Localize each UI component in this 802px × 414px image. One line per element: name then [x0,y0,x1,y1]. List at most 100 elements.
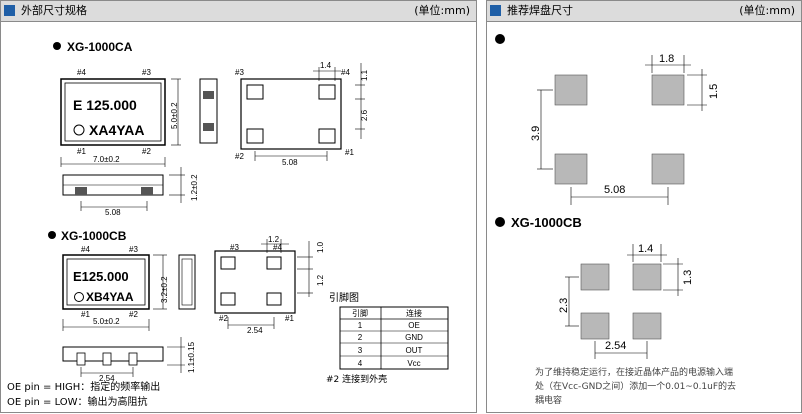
decoupling-note-line3: 耦电容 [535,394,562,406]
ca-top-pin3-label: #3 [142,68,151,77]
pin-table-cell: OE [408,321,420,330]
cb-bottom-pin4-label: #4 [273,243,282,252]
left-panel-title: 外部尺寸规格 [21,4,87,17]
cb-top-pin2-label: #2 [129,310,138,319]
cb-land-pad-height-dim: 1.3 [682,270,694,285]
ca-bullet-icon [53,42,61,50]
land-pad [651,74,685,106]
cb-marking-line2: XB4YAA [86,290,134,304]
left-panel-unit: (单位:mm) [414,4,470,17]
ca-bottom-pin3-label: #3 [235,68,244,77]
pin-table-cell: GND [405,333,423,342]
pin-table-cell: 1 [358,321,363,330]
pin-table-cell: OUT [406,346,423,355]
ca-top-pin4-label: #4 [77,68,86,77]
pin-table-cell: 4 [358,359,363,368]
land-pad [554,153,588,185]
cb-land-model-title: XG-1000CB [511,215,582,230]
pin-table-cell: Vcc [407,359,420,368]
cb-pad-gap-dim: 1.2 [316,274,325,286]
ca-marking-line1: E 125.000 [73,97,137,113]
right-diagram: 1.8 1.5 3.9 5.08 XG-1000CB 1.4 [495,34,736,406]
land-pad [580,263,610,291]
right-panel-unit: (单位:mm) [739,4,795,17]
cb-bottom-pin3-label: #3 [230,243,239,252]
cb-top-pin3-label: #3 [129,245,138,254]
pin-table-note: #2 连接到外壳 [326,373,387,385]
cb-model-title: XG-1000CB [61,229,127,243]
decoupling-note-line2: 处（在Vcc-GND之间）添加一个0.01~0.1uF的去 [535,380,736,392]
cb-side-view: 2.54 1.1±0.15 [62,337,196,383]
ca-land-pattern: 1.8 1.5 3.9 5.08 [530,53,720,205]
cb-bottom-pin1-label: #1 [285,314,294,323]
cb-height-dim: 3.2±0.2 [160,276,169,303]
right-panel-title: 推荐焊盘尺寸 [507,4,573,17]
ca-land-pad-height-dim: 1.5 [708,84,720,99]
cb-land-bullet-icon [495,217,505,227]
cb-side-height-dim: 1.1±0.15 [187,341,196,373]
ca-marking-line2: XA4YAA [89,122,145,138]
cb-land-pad-width-dim: 1.4 [638,243,653,255]
ca-land-bullet-icon [495,34,505,44]
land-pad [651,153,685,185]
ca-side-view: 5.08 1.2±0.2 [62,167,199,217]
oe-low-note: OE pin = LOW：输出为高阻抗 [7,395,148,408]
ca-land-v-pitch-dim: 3.9 [530,126,542,141]
cb-land-pattern: 1.4 1.3 2.3 2.54 [558,243,694,359]
ca-width-dim: 7.0±0.2 [93,155,120,164]
cb-width-dim: 5.0±0.2 [93,317,120,326]
cb-bottom-view: #3 #4 #2 #1 1.2 1.0 1.2 2.54 [214,235,325,335]
ca-pin1-dot-icon [73,124,85,136]
ca-top-view: E 125.000 XA4YAA #4 #3 #1 #2 7.0±0.2 5.0… [60,68,181,167]
left-diagram: XG-1000CA E 125.000 XA4YAA #4 #3 #1 #2 7… [7,40,449,408]
land-pad [632,263,662,291]
ca-top-pin2-label: #2 [142,147,151,156]
cb-pad-width-dim: 1.2 [268,235,280,244]
ca-pad-height-dim: 1.1 [360,69,369,81]
ca-model-title: XG-1000CA [67,40,133,54]
cb-land-v-pitch-dim: 2.3 [558,298,570,313]
pin-table-cell: 3 [358,346,363,355]
ca-pitch-dim: 5.08 [282,158,298,167]
cb-pin1-dot-icon [74,292,84,302]
left-panel: 外部尺寸规格 (单位:mm) XG-1000CA E 125.000 XA4YA… [0,0,477,413]
oe-high-note: OE pin = HIGH：指定的频率输出 [7,380,160,393]
cb-side-width-dim: 2.54 [99,374,115,383]
header-square-icon [490,5,501,16]
ca-bottom-view: #3 #4 #2 #1 1.4 1.1 2.6 5.08 [235,61,369,167]
ca-side-height-dim: 1.2±0.2 [190,174,199,201]
ca-bottom-pin1-label: #1 [345,148,354,157]
cb-pad-height-dim: 1.0 [316,241,325,253]
cb-marking-line1: E125.000 [73,269,129,284]
pin-table-cell: 2 [358,333,363,342]
ca-pad-width-dim: 1.4 [320,61,332,70]
header-square-icon [4,5,15,16]
ca-height-dim: 5.0±0.2 [170,102,179,129]
cb-bottom-pin2-label: #2 [219,314,228,323]
pin-table-caption: 引脚图 [329,291,359,304]
cb-bullet-icon [48,231,56,239]
land-pad [632,312,662,340]
ca-top-pin1-label: #1 [77,147,86,156]
right-panel: 推荐焊盘尺寸 (单位:mm) 1.8 1.5 3.9 5.08 [486,0,802,413]
cb-top-pin4-label: #4 [81,245,90,254]
ca-land-h-pitch-dim: 5.08 [604,184,625,196]
ca-land-pad-width-dim: 1.8 [659,53,674,65]
ca-bottom-pin2-label: #2 [235,152,244,161]
pin-table: 引脚图 引脚 连接 1 OE 2 GND 3 OUT 4 Vcc #2 连接到外… [326,291,449,385]
land-pad [580,312,610,340]
pin-table-header-conn: 连接 [406,308,422,318]
cb-end-view [178,254,196,310]
cb-top-pin1-label: #1 [81,310,90,319]
ca-bottom-pin4-label: #4 [341,68,350,77]
ca-pad-gap-dim: 2.6 [360,109,369,121]
ca-end-view [199,78,218,144]
cb-top-view: E125.000 XB4YAA #4 #3 #1 #2 5.0±0.2 3.2±… [62,245,169,331]
right-panel-header: 推荐焊盘尺寸 (单位:mm) [487,1,801,22]
cb-land-h-pitch-dim: 2.54 [605,340,626,352]
pin-table-header-pin: 引脚 [352,308,368,318]
ca-side-width-dim: 5.08 [105,208,121,217]
decoupling-note-line1: 为了维持稳定运行，在接近晶体产品的电源输入端 [535,366,733,378]
left-panel-header: 外部尺寸规格 (单位:mm) [1,1,476,22]
land-pad [554,74,588,106]
